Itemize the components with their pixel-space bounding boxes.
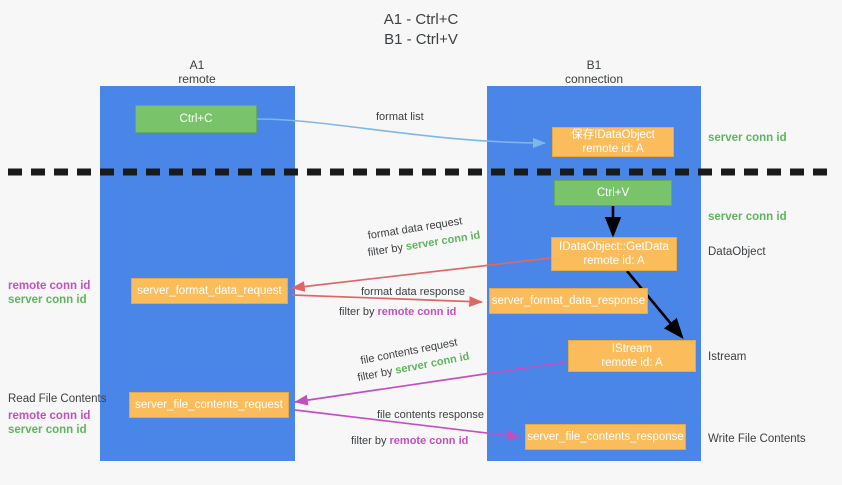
node-getdata-line1: IDataObject::GetData <box>559 241 669 253</box>
lane-header-b1: B1 connection <box>494 58 694 86</box>
node-save-idataobject-line2: remote id: A <box>582 143 644 155</box>
filter-key-2: remote conn id <box>377 306 457 318</box>
node-server-format-data-response-label: server_format_data_response <box>491 295 646 307</box>
node-save-idataobject-line1: 保存IDataObject <box>571 129 655 141</box>
lane-header-a1: A1 remote <box>97 58 297 86</box>
node-istream[interactable]: IStream remote id: A <box>568 340 696 372</box>
node-getdata-line2: remote id: A <box>583 255 645 267</box>
right-label-write-file-contents: Write File Contents <box>708 433 806 445</box>
title-line-2: B1 - Ctrl+V <box>384 31 458 48</box>
diagram-title: A1 - Ctrl+C B1 - Ctrl+V <box>0 10 842 50</box>
edge-label-format-data-response-filter: filter by remote conn id <box>339 305 456 319</box>
node-server-format-data-response[interactable]: server_format_data_response <box>489 288 648 314</box>
right-label-server-conn-id-1: server conn id <box>708 132 787 144</box>
edge-label-format-data-response: format data response <box>361 286 465 298</box>
left-label-remote-conn-id-1: remote conn id <box>8 280 91 292</box>
node-server-file-contents-request[interactable]: server_file_contents_request <box>129 392 289 418</box>
node-ctrl-c-label: Ctrl+C <box>179 113 213 125</box>
left-label-server-conn-id-1: server conn id <box>8 294 87 306</box>
filter-prefix-2: filter by <box>339 306 378 318</box>
right-label-dataobject: DataObject <box>708 246 766 258</box>
node-save-idataobject[interactable]: 保存IDataObject remote id: A <box>552 127 674 157</box>
node-getdata[interactable]: IDataObject::GetData remote id: A <box>551 237 677 271</box>
node-ctrl-v[interactable]: Ctrl+V <box>554 180 672 206</box>
node-ctrl-c[interactable]: Ctrl+C <box>135 105 257 133</box>
node-server-format-data-request[interactable]: server_format_data_request <box>131 278 288 304</box>
lane-header-a1-name: A1 <box>189 58 205 72</box>
left-label-read-file-contents: Read File Contents <box>8 393 107 405</box>
node-istream-line2: remote id: A <box>601 357 663 369</box>
filter-key-4: remote conn id <box>389 435 469 447</box>
title-line-1: A1 - Ctrl+C <box>383 11 459 28</box>
filter-prefix-1: filter by <box>366 241 407 260</box>
lane-header-b1-sub: connection <box>564 72 624 86</box>
node-server-file-contents-response-label: server_file_contents_response <box>527 431 684 443</box>
edge-label-file-contents-response-filter: filter by remote conn id <box>351 434 468 448</box>
node-istream-line1: IStream <box>611 343 653 355</box>
lane-header-b1-name: B1 <box>586 58 602 72</box>
right-label-istream: Istream <box>708 351 747 363</box>
right-label-server-conn-id-2: server conn id <box>708 211 787 223</box>
node-server-file-contents-response[interactable]: server_file_contents_response <box>525 424 686 450</box>
edge-label-file-contents-response: file contents response <box>377 409 485 421</box>
node-server-format-data-request-label: server_format_data_request <box>137 285 282 297</box>
edge-label-format-list: format list <box>376 111 424 123</box>
left-label-remote-conn-id-2: remote conn id <box>8 410 91 422</box>
node-ctrl-v-label: Ctrl+V <box>596 187 630 199</box>
left-label-server-conn-id-2: server conn id <box>8 424 87 436</box>
lane-header-a1-sub: remote <box>178 72 216 86</box>
node-server-file-contents-request-label: server_file_contents_request <box>135 399 283 411</box>
filter-prefix-4: filter by <box>351 435 390 447</box>
